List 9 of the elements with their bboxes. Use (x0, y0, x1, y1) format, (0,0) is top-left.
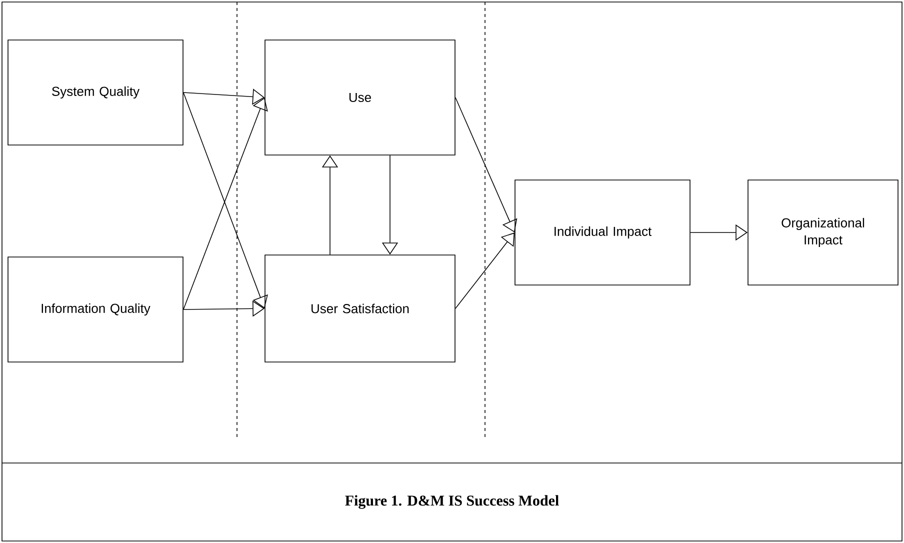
process-box: Use (264, 40, 456, 156)
process-box: System Quality (8, 40, 184, 146)
process-box: User Satisfaction (264, 254, 456, 362)
process-box: Organizational Impact (748, 180, 898, 286)
process-box: Individual Impact (514, 180, 690, 286)
arrow (455, 97, 518, 232)
process-box: Information Quality (8, 256, 184, 362)
arrow (455, 232, 515, 309)
caption: Figure 1. D&M IS Success Model (345, 495, 559, 509)
